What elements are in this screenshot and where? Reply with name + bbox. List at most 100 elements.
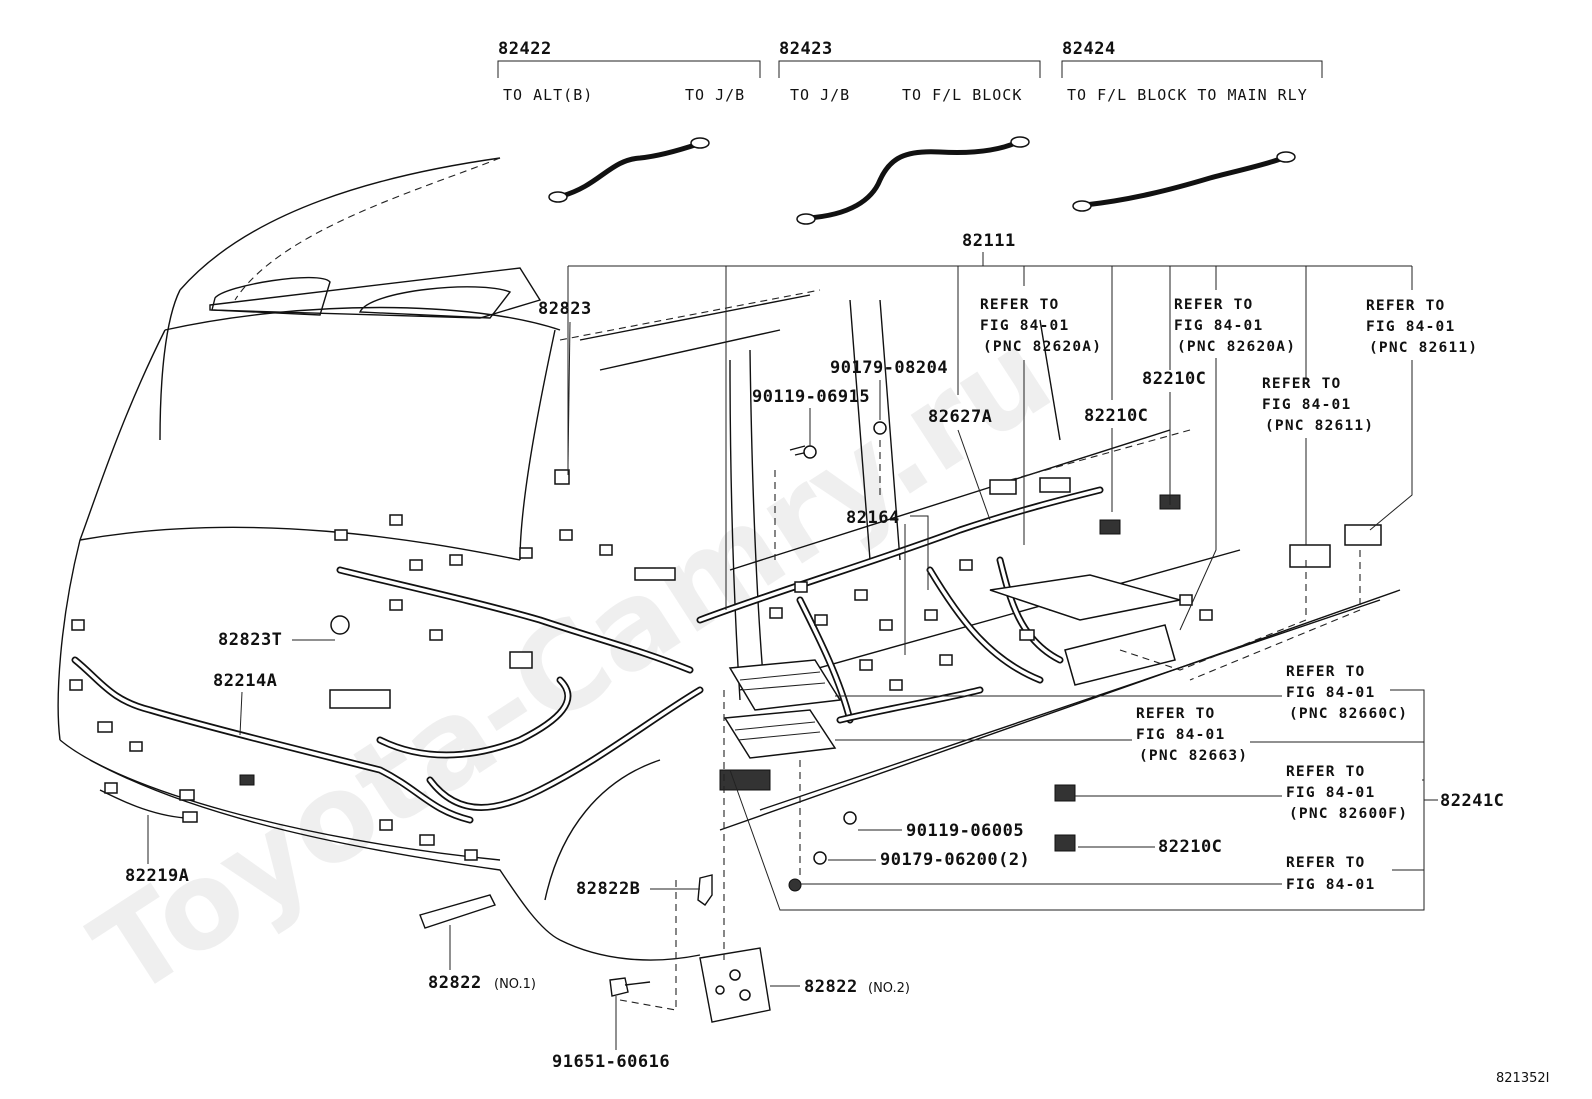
rear-pillar	[1039, 319, 1061, 441]
part-82822b-label[interactable]: 82822B	[576, 879, 640, 899]
svg-text:FIG 84-01: FIG 84-01	[1174, 318, 1263, 334]
svg-text:(PNC 82663): (PNC 82663)	[1139, 748, 1248, 764]
cable-82423-wire[interactable]	[805, 139, 1021, 221]
roof-window-1	[211, 276, 331, 316]
part-90119-06915-label[interactable]: 90119-06915	[752, 387, 870, 407]
nut-90179-08204-shape[interactable]	[873, 421, 887, 435]
svg-text:(PNC 82620A): (PNC 82620A)	[1177, 339, 1296, 355]
part-82823t-label[interactable]: 82823T	[218, 630, 282, 650]
svg-text:REFER TO: REFER TO	[980, 297, 1059, 313]
part-82210c-a-label[interactable]: 82210C	[1142, 369, 1206, 389]
cable-82422-terminal-b	[690, 137, 710, 149]
svg-text:FIG 84-01: FIG 84-01	[1286, 785, 1375, 801]
cable-82424-wire[interactable]	[1082, 155, 1286, 208]
cable-82424-terminal-a	[1072, 200, 1092, 212]
junction-blocks	[719, 574, 1181, 791]
part-82214a-label[interactable]: 82214A	[213, 671, 277, 691]
svg-text:FIG 84-01: FIG 84-01	[1286, 877, 1375, 893]
svg-text:REFER TO: REFER TO	[1136, 706, 1215, 722]
ecu-module[interactable]	[1064, 624, 1176, 686]
part-82822-no1-label[interactable]: 82822	[428, 973, 482, 993]
cable-82423-right-label: TO F/L BLOCK	[902, 86, 1022, 104]
part-82210c-b-label[interactable]: 82210C	[1084, 406, 1148, 426]
svg-text:(PNC 82611): (PNC 82611)	[1265, 418, 1374, 434]
svg-text:FIG 84-01: FIG 84-01	[1136, 727, 1225, 743]
bracket-82822b-shape[interactable]	[697, 874, 713, 906]
cable-82424-terminal-b	[1276, 151, 1296, 163]
svg-text:FIG 84-01: FIG 84-01	[1262, 397, 1351, 413]
bumper-lower	[89, 759, 561, 941]
watermark: Toyota-Camry.ru	[70, 304, 1075, 1024]
a-pillar-left	[159, 289, 181, 441]
part-90179-06200-label[interactable]: 90179-06200(2)	[880, 850, 1030, 870]
bracket-82822-no2-shape[interactable]	[699, 947, 771, 1023]
roof-window-2	[358, 286, 512, 319]
svg-text:REFER TO: REFER TO	[1366, 298, 1445, 314]
part-90179-08204-label[interactable]: 90179-08204	[830, 358, 948, 378]
cable-82422-group: 82422 TO ALT(B) TO J/B	[497, 39, 761, 203]
wheel-arch-bottom	[559, 939, 701, 961]
refer-note-7: REFER TO FIG 84-01 (PNC 82600F)	[1075, 764, 1408, 822]
part-82210c-c-label[interactable]: 82210C	[1158, 837, 1222, 857]
bracket-82423	[778, 60, 1041, 78]
part-82219a-label[interactable]: 82219A	[125, 866, 189, 886]
figure-code: 821352I	[1496, 1071, 1549, 1086]
svg-text:FIG 84-01: FIG 84-01	[980, 318, 1069, 334]
cable-82422-left-label: TO ALT(B)	[503, 86, 593, 104]
part-82422-label[interactable]: 82422	[498, 39, 552, 59]
part-91651-60616-label[interactable]: 91651-60616	[552, 1052, 670, 1072]
svg-text:(PNC 82600F): (PNC 82600F)	[1289, 806, 1408, 822]
door-seam	[559, 289, 821, 341]
refer-note-6: REFER TO FIG 84-01 (PNC 82663)	[835, 706, 1424, 764]
bolt-91651-shape[interactable]	[609, 977, 629, 997]
main-harness-82111[interactable]	[71, 486, 1104, 824]
part-90119-06005-label[interactable]: 90119-06005	[906, 821, 1024, 841]
fuse-connector-group	[719, 769, 771, 791]
cable-82424-group: 82424 TO F/L BLOCK TO MAIN RLY	[1061, 39, 1323, 212]
sill-line	[719, 589, 1401, 831]
svg-text:REFER TO: REFER TO	[1286, 764, 1365, 780]
windshield-bottom	[79, 526, 521, 561]
bracket-82822-no1-shape[interactable]	[419, 894, 496, 929]
cable-82423-left-label: TO J/B	[790, 86, 850, 104]
nut-90179-06200-shape[interactable]	[813, 851, 827, 865]
clip-refer-shape[interactable]	[788, 878, 802, 892]
part-82822-no2-label[interactable]: 82822	[804, 977, 858, 997]
roof-glass-frame	[209, 267, 542, 319]
refer-note-4: REFER TO FIG 84-01 (PNC 82611)	[1262, 376, 1374, 545]
part-82424-label[interactable]: 82424	[1062, 39, 1116, 59]
front-left-edge	[57, 539, 81, 741]
windshield-left	[79, 329, 166, 541]
cable-82423-terminal-b	[1010, 136, 1030, 148]
svg-text:FIG 84-01: FIG 84-01	[1286, 685, 1375, 701]
part-82164-label[interactable]: 82164	[846, 508, 900, 528]
refer-note-1: REFER TO FIG 84-01 (PNC 82620A)	[980, 297, 1102, 545]
part-82823-label[interactable]: 82823	[538, 299, 592, 319]
part-82111-label[interactable]: 82111	[962, 231, 1016, 251]
cable-82423-group: 82423 TO J/B TO F/L BLOCK	[778, 39, 1041, 225]
part-82423-label[interactable]: 82423	[779, 39, 833, 59]
cable-82422-right-label: TO J/B	[685, 86, 745, 104]
dashed-locators	[619, 429, 1361, 1011]
part-82627a-label[interactable]: 82627A	[928, 407, 992, 427]
b-pillar-1	[729, 359, 741, 701]
bolt-90119-06005-shape[interactable]	[843, 811, 857, 825]
cable-82422-terminal-a	[548, 191, 568, 203]
part-82241c-label[interactable]: 82241C	[1440, 791, 1504, 811]
relay-tray	[989, 574, 1181, 621]
junction-block-upper[interactable]	[728, 659, 842, 711]
svg-text:(PNC 82611): (PNC 82611)	[1369, 340, 1478, 356]
cable-82424-left-label: TO F/L BLOCK TO MAIN RLY	[1067, 86, 1308, 104]
svg-text:REFER TO: REFER TO	[1286, 664, 1365, 680]
windshield-top	[164, 306, 561, 331]
cable-82422-wire[interactable]	[559, 141, 701, 199]
svg-text:(PNC 82660C): (PNC 82660C)	[1289, 706, 1408, 722]
svg-text:REFER TO: REFER TO	[1262, 376, 1341, 392]
junction-block-lower[interactable]	[723, 709, 837, 759]
refer-note-5: REFER TO FIG 84-01 (PNC 82660C)	[835, 664, 1425, 871]
svg-text:REFER TO: REFER TO	[1286, 855, 1365, 871]
svg-text:(PNC 82620A): (PNC 82620A)	[983, 339, 1102, 355]
wheel-arch	[544, 759, 661, 901]
